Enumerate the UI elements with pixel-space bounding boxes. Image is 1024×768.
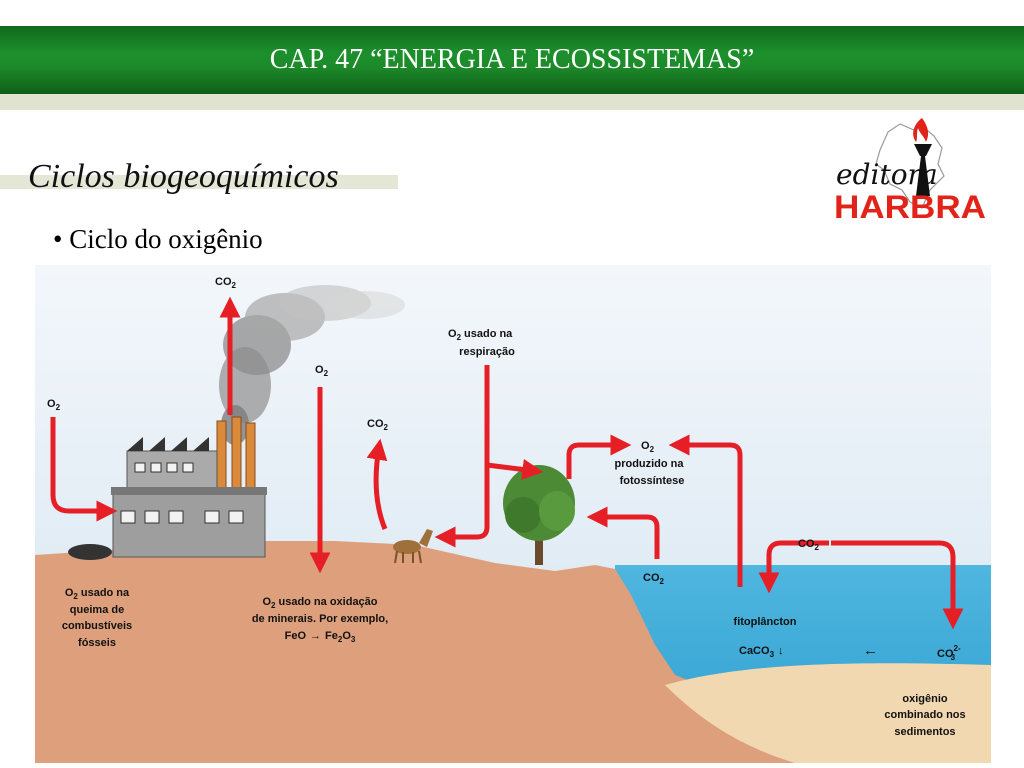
- publisher-logo: editora HARBRA: [834, 118, 986, 224]
- label-sediments-2: combinado nos: [884, 709, 965, 721]
- label-burn-2: queima de: [70, 604, 124, 616]
- arrow-co2-horse: [366, 438, 388, 530]
- bullet-oxygen-cycle: • Ciclo do oxigênio: [53, 224, 263, 254]
- label-burn-4: fósseis: [78, 637, 116, 649]
- slide-title: CAP. 47 “ENERGIA E ECOSSISTEMAS”: [269, 44, 755, 75]
- horse: [393, 529, 433, 564]
- label-sediments-3: sedimentos: [894, 726, 955, 738]
- label-o2-produced-2: produzido na: [614, 458, 684, 470]
- coal-pile: [68, 544, 112, 560]
- label-o2-produced-3: fotossíntese: [620, 475, 685, 487]
- logo-name-text: HARBRA: [834, 189, 986, 224]
- label-o2-mid: O2: [315, 364, 329, 378]
- label-burn-3: combustíveis: [62, 620, 132, 632]
- arrow-co2-plankton: [758, 540, 829, 594]
- label-oxidation-2: de minerais. Por exemplo,: [252, 613, 388, 625]
- arrow-co2-tree: [586, 506, 660, 559]
- arrow-o2-tree: [486, 459, 544, 480]
- arrow-o2-photosynthesis: [566, 434, 632, 479]
- section-title: Ciclos biogeoquímicos: [28, 158, 339, 195]
- title-bar: CAP. 47 “ENERGIA E ECOSSISTEMAS”: [0, 26, 1024, 94]
- torch-icon: [913, 118, 932, 196]
- label-sediment-arrow: ←: [863, 642, 878, 659]
- label-caco3: CaCO3↓: [739, 645, 784, 659]
- label-o2-left: O2: [47, 398, 61, 412]
- factory-chimneys: [216, 416, 256, 494]
- label-co3: CO2-3: [937, 644, 961, 662]
- title-underbar: [0, 94, 1024, 110]
- arrow-co2-carbonate: [831, 540, 964, 630]
- logo-script-text: editora: [836, 158, 938, 191]
- label-sediments-1: oxigênio: [902, 693, 948, 705]
- section-title-stripe: [0, 175, 398, 189]
- factory: [111, 437, 267, 558]
- label-o2-produced-1: O2: [641, 440, 655, 454]
- tree: [503, 465, 575, 565]
- label-co2-shore: CO2: [643, 572, 665, 586]
- label-o2-respiration-2: respiração: [459, 346, 515, 358]
- label-co2-chimney: CO2: [215, 276, 237, 290]
- label-co2-ocean: CO2: [798, 538, 820, 552]
- arrow-o2-plankton: [668, 434, 743, 587]
- arrow-o2-respiration: [434, 365, 490, 548]
- label-oxidation-3: FeO→Fe2O3: [285, 630, 356, 644]
- label-co2-horse: CO2: [367, 418, 389, 432]
- arrow-o2-combustion: [50, 417, 118, 522]
- smoke-plume: [219, 285, 405, 445]
- label-phytoplankton: fitoplâncton: [734, 616, 797, 628]
- flow-arrows: [50, 296, 964, 630]
- ocean-sediments: [665, 663, 991, 763]
